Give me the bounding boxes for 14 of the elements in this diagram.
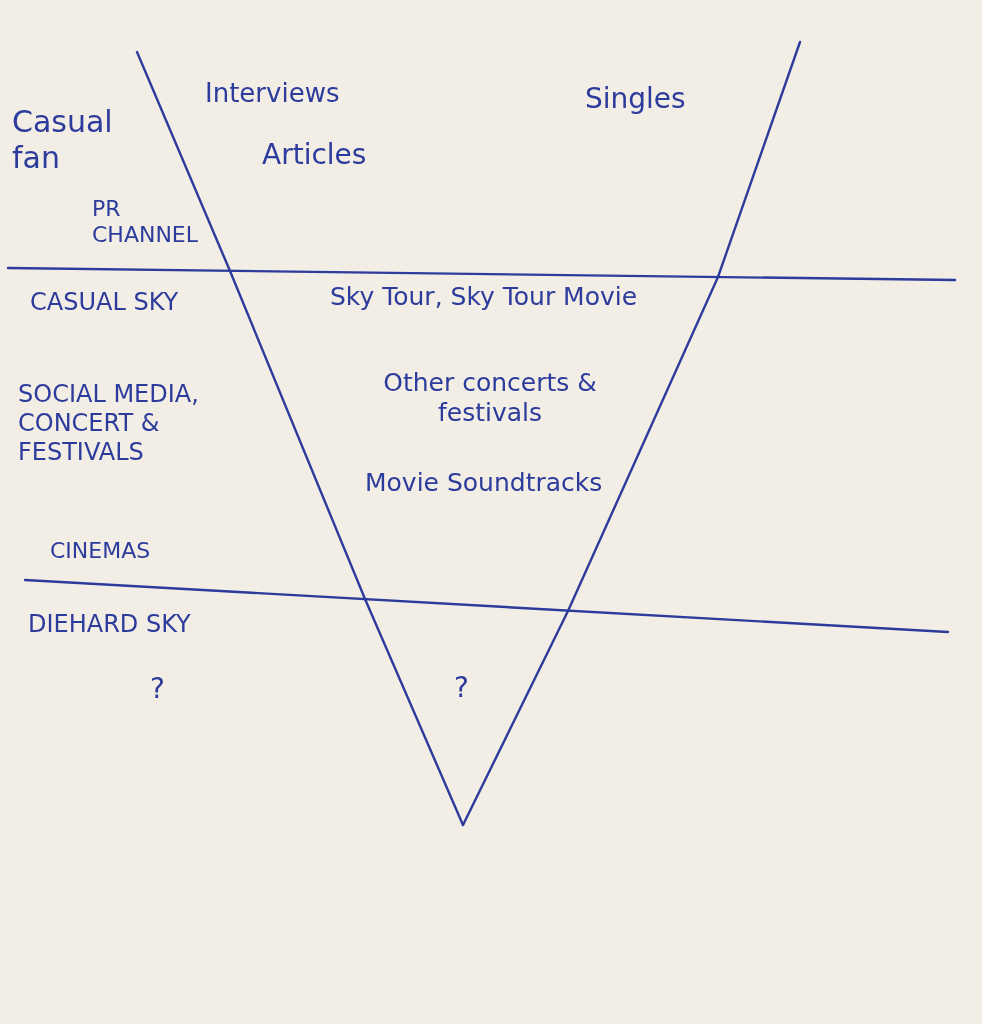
channel-text: PR CHANNEL [92,196,200,249]
funnel-text: Articles [262,138,367,172]
question-mark: ? [454,671,469,705]
funnel-text: Other concerts & festivals [382,368,598,428]
channel-text: SOCIAL MEDIA, CONCERT & FESTIVALS [18,380,200,467]
funnel-text: Movie Soundtracks [365,468,603,498]
question-mark: ? [150,672,165,706]
audience-label: CASUAL SKY [30,288,179,317]
funnel-text: Sky Tour, Sky Tour Movie [330,282,638,312]
funnel-text: Singles [585,82,686,116]
channel-text: CINEMAS [50,538,151,565]
audience-label: Casual fan [12,104,114,176]
audience-label: DIEHARD SKY [28,610,191,639]
funnel-text: Interviews [205,78,340,110]
